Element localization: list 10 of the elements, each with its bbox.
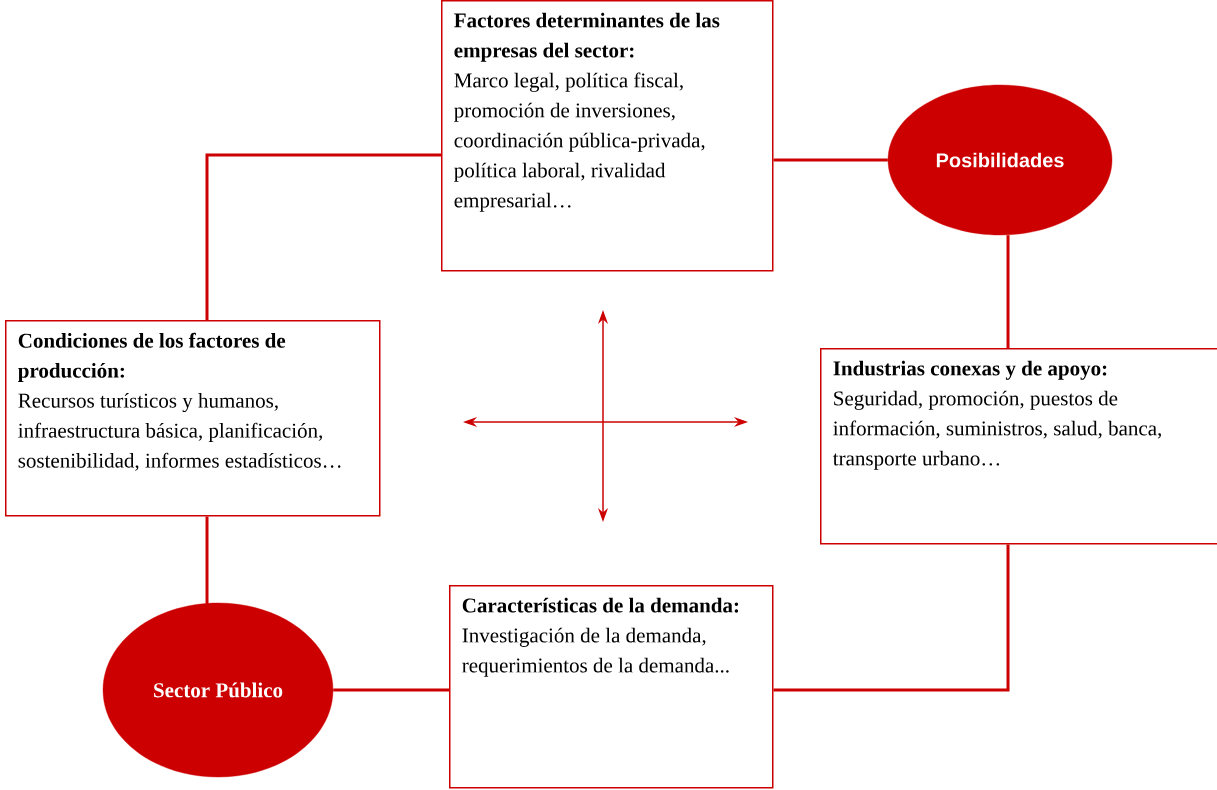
connector-line <box>773 544 1010 692</box>
connector-line <box>205 153 441 320</box>
text-box: Factores determinantes de las empresas del sector: Marco legal, política fiscal, promoción de inversiones, coordinación pública-privada, política laboral, rivalidad empresarial… <box>441 0 774 272</box>
connector-line <box>1006 235 1010 348</box>
text-box: Condiciones de los factores de producción: Recursos turísticos y humanos, infraestructura básica, planificación, sostenibilidad, informes estadísticos… <box>5 320 381 517</box>
connector-line <box>205 516 209 604</box>
text-box: Industrias conexas y de apoyo: Seguridad, promoción, puestos de información, suministros, salud, banca, transporte urbano… <box>820 348 1217 545</box>
text-box: Características de la demanda: Investigación de la demanda, requerimientos de la demanda... <box>449 585 774 789</box>
connector-line <box>333 688 449 692</box>
connector-line <box>773 158 888 162</box>
